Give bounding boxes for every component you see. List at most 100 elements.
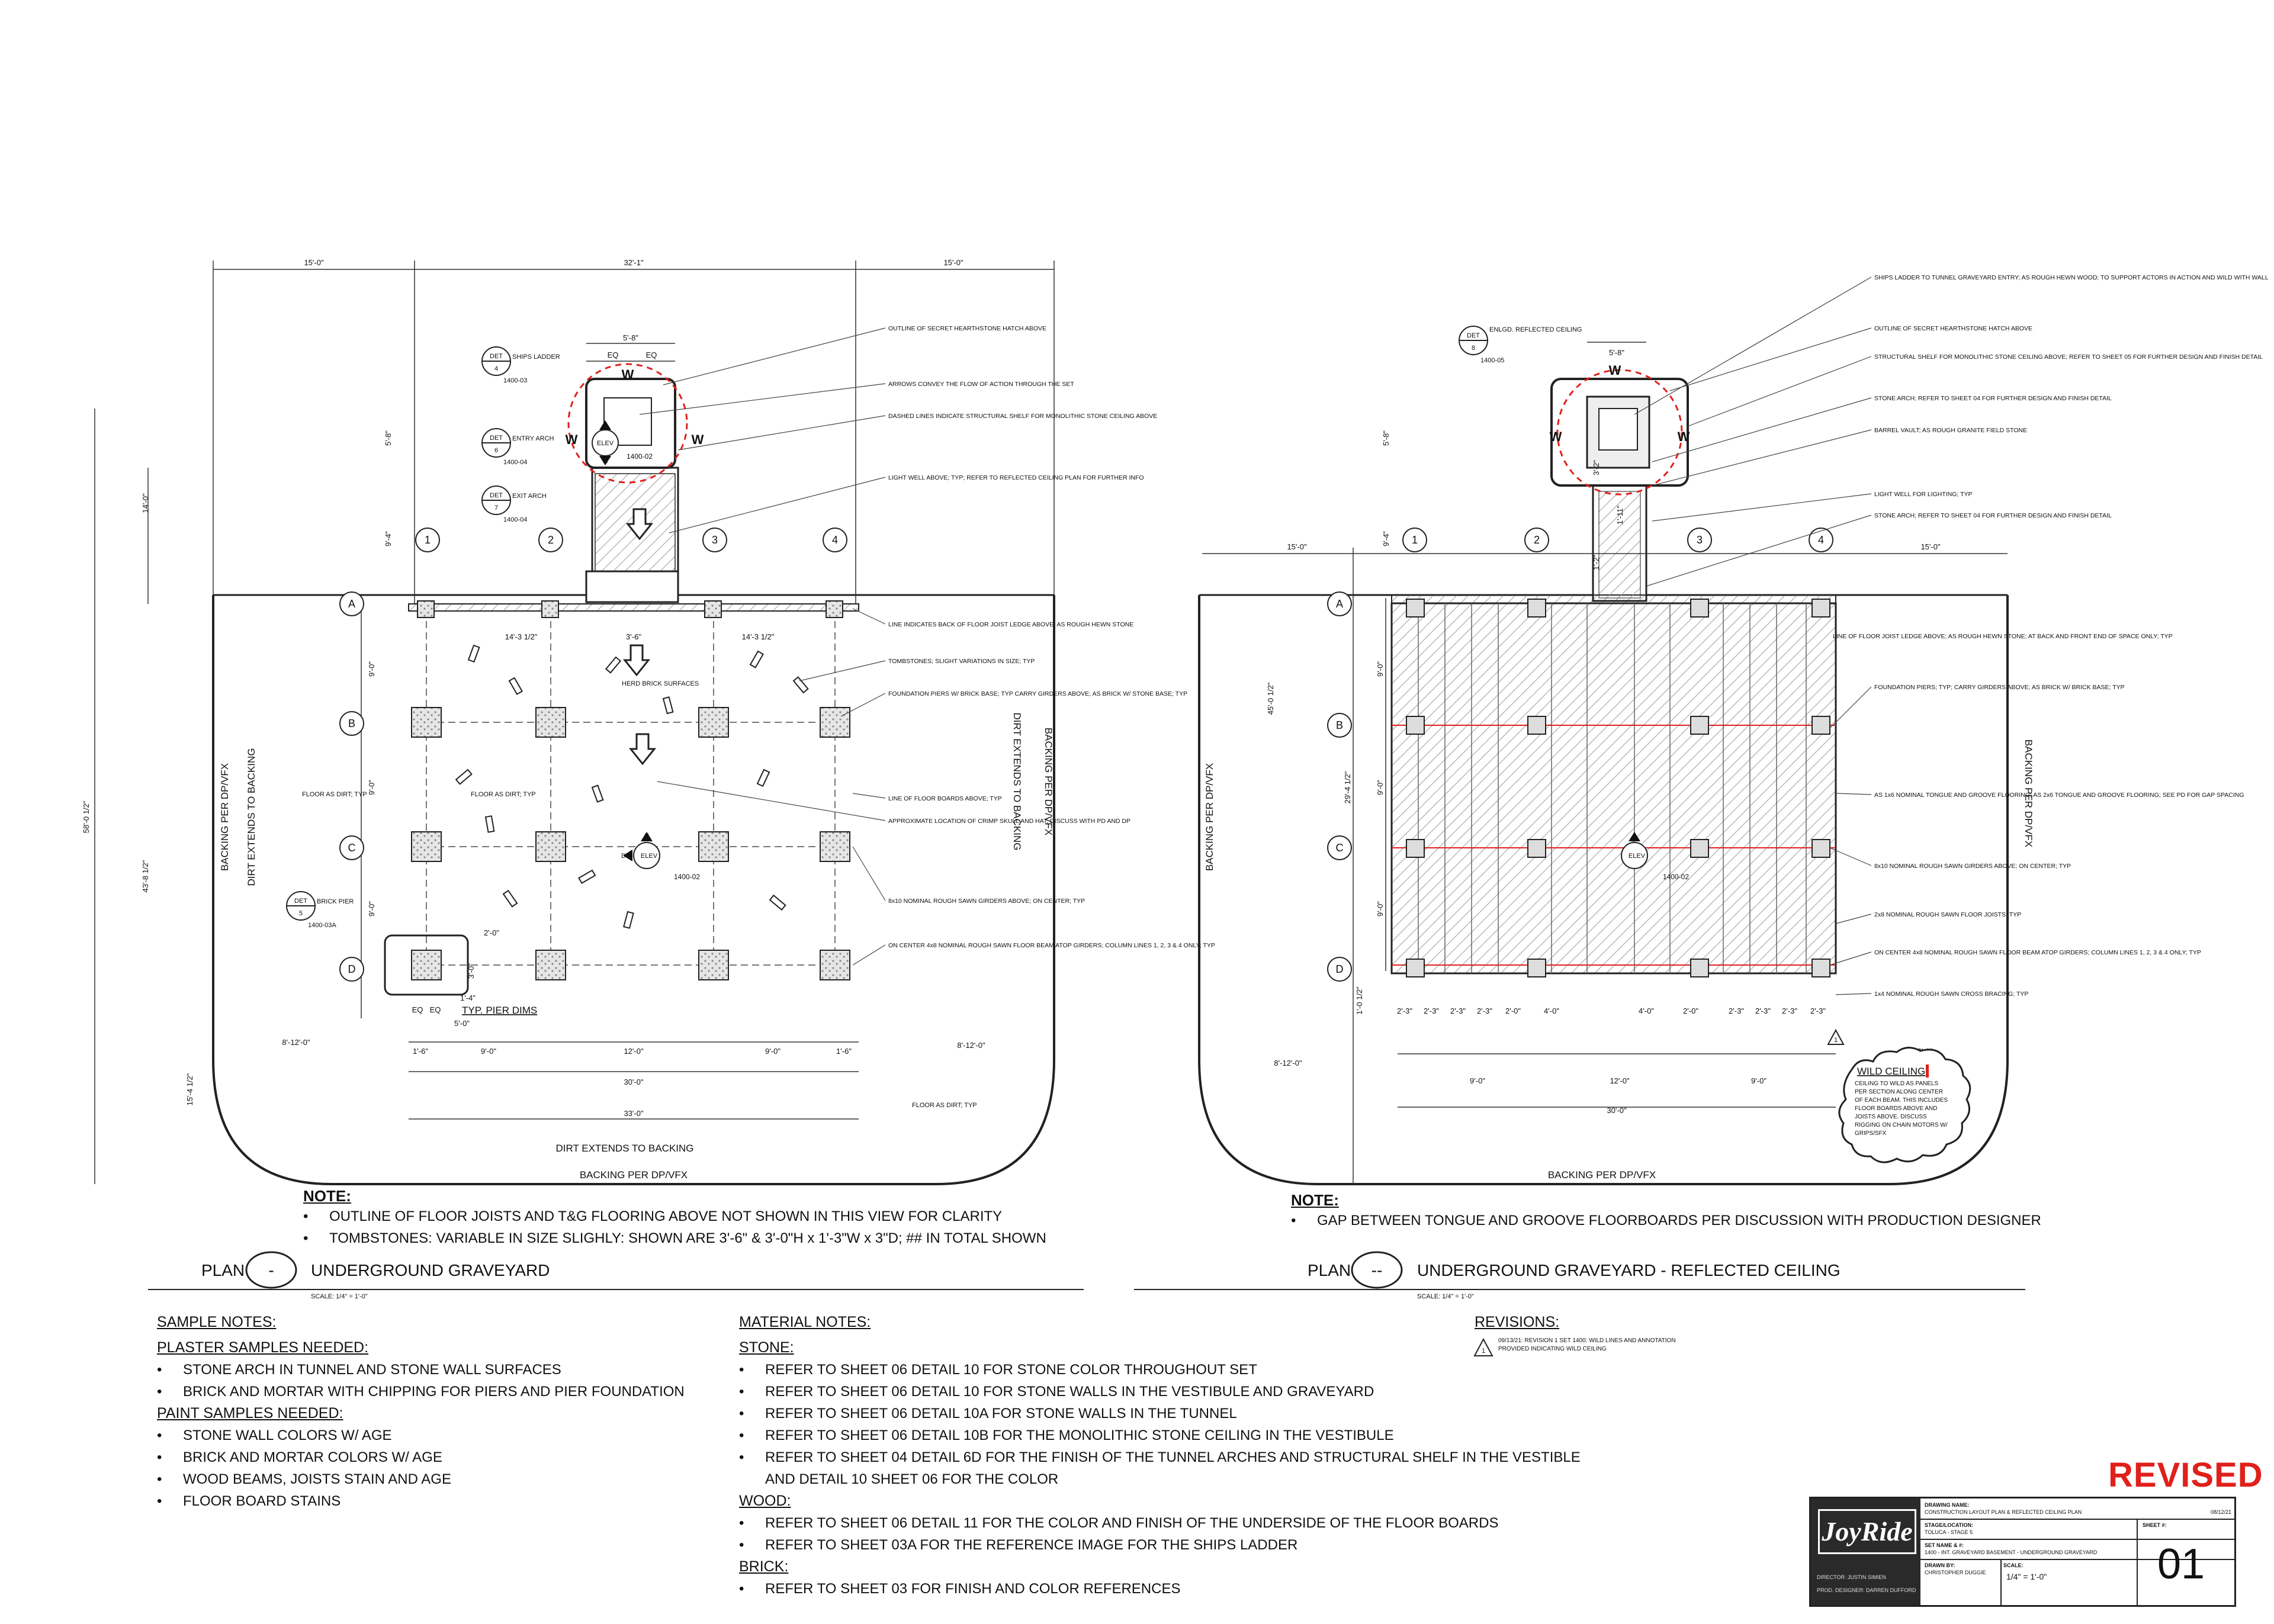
dim: 9'-0"	[1376, 661, 1385, 677]
dim: 2'-3"	[1782, 1006, 1797, 1015]
svg-text:AS 1x6 NOMINAL TONGUE AND GROO: AS 1x6 NOMINAL TONGUE AND GROOVE FLOORIN…	[1874, 792, 2244, 799]
dim: 3'-0"	[467, 963, 476, 979]
dim: 14'-0"	[141, 493, 150, 513]
svg-text:1: 1	[1834, 1037, 1838, 1044]
svg-text:B: B	[603, 422, 607, 429]
dim: 29'-4 1/2"	[1343, 771, 1352, 803]
right-plan	[1198, 342, 2009, 1185]
dim: 15'-0"	[304, 258, 324, 267]
svg-text:LINE OF FLOOR JOIST LEDGE ABOV: LINE OF FLOOR JOIST LEDGE ABOVE; AS ROUG…	[1833, 633, 2173, 640]
left-notes: NOTE: OUTLINE OF FLOOR JOISTS AND T&G FL…	[303, 1187, 1046, 1249]
dim: 2'-3"	[1810, 1006, 1826, 1015]
tag-label: BRICK PIER	[317, 898, 354, 905]
dim: 1'-6"	[836, 1047, 852, 1056]
plan-number: -	[268, 1261, 274, 1279]
dim: 8'-12'-0"	[957, 1041, 985, 1050]
dim: EQ	[646, 350, 657, 359]
grid-col-2: 2	[548, 534, 554, 546]
dim: 1'-6"	[413, 1047, 428, 1056]
side-label: DIRT EXTENDS TO BACKING	[1011, 712, 1023, 850]
dim: 14'-3 1/2"	[505, 632, 538, 641]
dim: EQ	[608, 350, 619, 359]
tag-label: EXIT ARCH	[512, 493, 547, 500]
svg-text:ELEV: ELEV	[597, 440, 614, 447]
tag-num: 5	[299, 910, 303, 917]
svg-text:TOMBSTONES; SLIGHT VARIATIONS: TOMBSTONES; SLIGHT VARIATIONS IN SIZE; T…	[888, 658, 1035, 665]
svg-text:FOUNDATION PIERS; TYP; CARRY G: FOUNDATION PIERS; TYP; CARRY GIRDERS ABO…	[1874, 684, 2125, 691]
dim: 9'-0"	[367, 661, 376, 677]
dim: 2'-3"	[1424, 1006, 1439, 1015]
dim: 15'-0"	[1287, 542, 1307, 551]
tag-det: DET	[294, 898, 307, 905]
dim: EQ	[430, 1005, 441, 1014]
tag-det: DET	[490, 492, 503, 499]
dim: 2'-0"	[484, 928, 499, 937]
title-block: JoyRide DIRECTOR: JUSTIN SIMIEN PROD. DE…	[1809, 1497, 2236, 1607]
svg-text:1: 1	[1482, 1348, 1485, 1355]
grid-col-3: 3	[1697, 534, 1703, 546]
svg-text:8x10 NOMINAL ROUGH SAWN GIRDER: 8x10 NOMINAL ROUGH SAWN GIRDERS ABOVE; O…	[1874, 863, 2071, 870]
plan-scale: SCALE: 1/4" = 1'-0"	[311, 1293, 368, 1300]
dim: 9'-0"	[367, 901, 376, 916]
director: DIRECTOR: JUSTIN SIMIEN	[1817, 1574, 1886, 1580]
tag-num: 6	[494, 447, 498, 454]
right-callouts: SHIPS LADDER TO TUNNEL GRAVEYARD ENTRY; …	[1833, 274, 2269, 998]
sample-notes: SAMPLE NOTES: PLASTER SAMPLES NEEDED: ST…	[157, 1311, 685, 1512]
dim: 9'-0"	[481, 1047, 496, 1056]
dim: 1'-2"	[1592, 555, 1601, 570]
grid-col-3: 3	[712, 534, 718, 546]
grid-col-4: 4	[832, 534, 838, 546]
revised-stamp: REVISED	[2108, 1456, 2263, 1494]
svg-text:8x10 NOMINAL ROUGH SAWN GIRDER: 8x10 NOMINAL ROUGH SAWN GIRDERS ABOVE; O…	[888, 898, 1085, 905]
tag-label: ENTRY ARCH	[512, 435, 554, 442]
wild-wall-mark: W	[692, 432, 704, 447]
svg-text:DASHED LINES INDICATE STRUCTUR: DASHED LINES INDICATE STRUCTURAL SHELF F…	[888, 413, 1157, 420]
grid-col-1: 1	[425, 534, 431, 546]
dim: 2'-3"	[1450, 1006, 1466, 1015]
svg-text:OUTLINE OF SECRET HEARTHSTONE: OUTLINE OF SECRET HEARTHSTONE HATCH ABOV…	[1874, 325, 2032, 332]
side-label: BACKING PER DP/VFX	[2023, 739, 2034, 847]
dim: 9'-4"	[384, 531, 393, 546]
grid-row-a: A	[1336, 598, 1343, 610]
bottom-label: BACKING PER DP/VFX	[580, 1169, 688, 1181]
tag-ref: 1400-03	[503, 377, 527, 384]
side-label: DIRT EXTENDS TO BACKING	[246, 748, 257, 886]
tag-ref: 1400-04	[503, 459, 527, 466]
dim: 9'-4"	[1382, 531, 1390, 546]
designer: PROD. DESIGNER: DARREN DUFFORD	[1817, 1587, 1916, 1593]
wild-ceiling-text: CEILING TO WILD AS PANELS PER SECTION AL…	[1855, 1080, 1948, 1137]
tag-det: DET	[490, 435, 503, 442]
grid-row-c: C	[348, 842, 356, 854]
svg-text:APPROXIMATE LOCATION OF CRIMP: APPROXIMATE LOCATION OF CRIMP SKULL AND …	[888, 818, 1130, 825]
dim: 58'-0 1/2"	[82, 800, 91, 833]
grid-col-1: 1	[1412, 534, 1418, 546]
dim: 1'-4"	[460, 993, 476, 1002]
bottom-label: BACKING PER DP/VFX	[1548, 1169, 1656, 1181]
svg-text:LIGHT WELL ABOVE; TYP; REFER T: LIGHT WELL ABOVE; TYP; REFER TO REFLECTE…	[888, 474, 1144, 481]
dim: 14'-3 1/2"	[742, 632, 775, 641]
tag-label: ENLGD. REFLECTED CEILING	[1489, 326, 1582, 333]
dim: 15'-4 1/2"	[185, 1073, 194, 1105]
grid-col-4: 4	[1818, 534, 1824, 546]
plan-scale: SCALE: 1/4" = 1'-0"	[1417, 1293, 1474, 1300]
dim: 5'-0"	[454, 1019, 470, 1028]
svg-text:ON CENTER 4x8 NOMINAL ROUGH SA: ON CENTER 4x8 NOMINAL ROUGH SAWN FLOOR B…	[888, 942, 1215, 949]
grid-row-d: D	[1336, 963, 1344, 975]
svg-text:STONE ARCH; REFER TO SHEET 04: STONE ARCH; REFER TO SHEET 04 FOR FURTHE…	[1874, 512, 2112, 519]
floor-label: FLOOR AS DIRT; TYP	[912, 1102, 977, 1109]
svg-text:ARROWS CONVEY THE FLOW OF ACTI: ARROWS CONVEY THE FLOW OF ACTION THROUGH…	[888, 381, 1074, 388]
tag-num: 7	[494, 504, 498, 512]
svg-text:LINE OF FLOOR BOARDS ABOVE; TY: LINE OF FLOOR BOARDS ABOVE; TYP	[888, 795, 1002, 802]
plan-word: PLAN	[201, 1261, 245, 1279]
wild-wall-mark: W	[622, 367, 634, 382]
dim: 30'-0"	[1607, 1106, 1627, 1115]
dim: 3'-2"	[1592, 460, 1601, 475]
left-grid	[339, 528, 847, 982]
dim: 2'-0"	[1683, 1006, 1698, 1015]
dim: 9'-0"	[1470, 1076, 1485, 1085]
dim: 8'-12'-0"	[282, 1038, 310, 1047]
plan-number: --	[1372, 1261, 1383, 1279]
grid-row-a: A	[348, 598, 355, 610]
dim: 43'-8 1/2"	[141, 860, 150, 892]
dim: EQ	[412, 1005, 423, 1014]
